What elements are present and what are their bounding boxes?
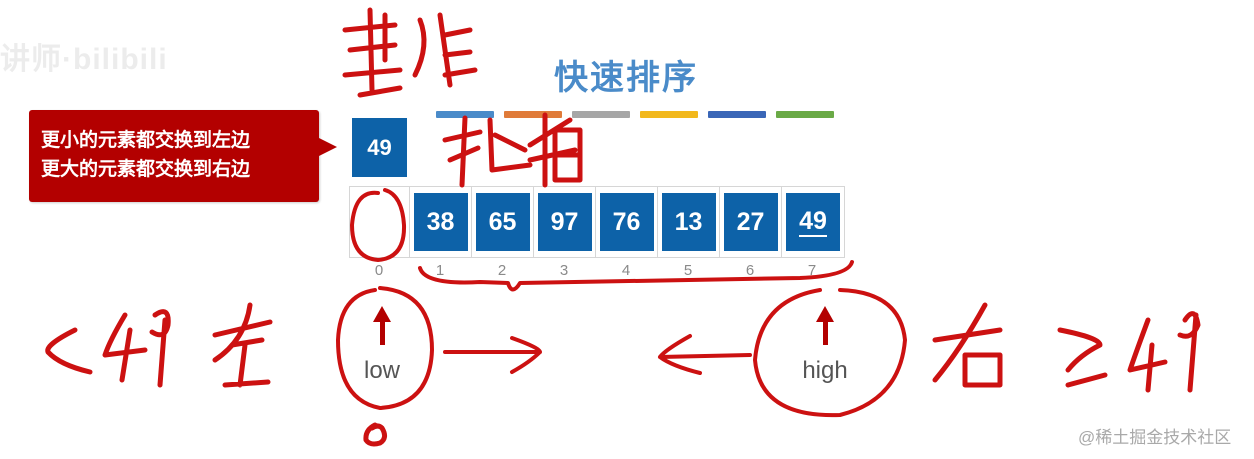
array-cell-empty bbox=[350, 187, 410, 257]
array: 38 65 97 76 13 27 49 bbox=[349, 186, 845, 258]
up-arrow-icon bbox=[816, 306, 834, 322]
color-bar bbox=[436, 111, 494, 118]
array-value: 38 bbox=[413, 193, 468, 251]
color-bars bbox=[436, 111, 834, 118]
array-value: 65 bbox=[475, 193, 530, 251]
array-cell: 49 bbox=[782, 187, 844, 257]
arrow-right-annotation bbox=[443, 336, 542, 374]
array-value: 27 bbox=[723, 193, 778, 251]
brace-annotation bbox=[418, 260, 854, 292]
callout-box: 更小的元素都交换到左边 更大的元素都交换到右边 bbox=[29, 110, 319, 202]
up-arrow-icon bbox=[373, 306, 391, 322]
array-indices: 0 1 2 3 4 5 6 7 bbox=[349, 262, 843, 279]
color-bar bbox=[708, 111, 766, 118]
index-label: 1 bbox=[435, 262, 445, 279]
index-label: 4 bbox=[621, 262, 631, 279]
color-bar bbox=[776, 111, 834, 118]
array-cell: 38 bbox=[410, 187, 472, 257]
array-value: 97 bbox=[537, 193, 592, 251]
handwriting-right-greater-equal-49 bbox=[932, 302, 1201, 393]
arrow-shaft bbox=[822, 322, 828, 345]
array-value: 76 bbox=[599, 193, 654, 251]
color-bar bbox=[572, 111, 630, 118]
callout-line-1: 更小的元素都交换到左边 bbox=[41, 129, 251, 151]
array-cell: 27 bbox=[720, 187, 782, 257]
arrow-shaft bbox=[379, 322, 385, 345]
index-label: 2 bbox=[497, 262, 507, 279]
color-bar bbox=[504, 111, 562, 118]
callout-line-2: 更大的元素都交换到右边 bbox=[41, 158, 251, 180]
index-label: 7 bbox=[807, 262, 817, 279]
high-label: high bbox=[802, 357, 848, 384]
arrow-left-annotation bbox=[658, 334, 752, 375]
array-cell: 13 bbox=[658, 187, 720, 257]
handwriting-less-than-49-left bbox=[45, 302, 273, 388]
circle-high bbox=[753, 288, 907, 418]
page-title: 快速排序 bbox=[554, 58, 698, 98]
handwriting-jizhun bbox=[342, 7, 478, 98]
watermark-top-left: 讲师·bilibili bbox=[0, 43, 168, 76]
watermark-bottom-right: @稀土掘金技术社区 bbox=[1078, 428, 1232, 447]
high-pointer: high bbox=[790, 306, 860, 385]
index-label: 0 bbox=[374, 262, 384, 279]
pivot-element: 49 bbox=[352, 118, 407, 177]
callout-pointer bbox=[319, 138, 337, 156]
array-cell: 65 bbox=[472, 187, 534, 257]
array-cell: 76 bbox=[596, 187, 658, 257]
handwriting-zero bbox=[363, 422, 388, 447]
array-cell: 97 bbox=[534, 187, 596, 257]
circle-low bbox=[336, 286, 434, 410]
index-label: 6 bbox=[745, 262, 755, 279]
low-label: low bbox=[363, 357, 400, 384]
low-pointer: low bbox=[352, 306, 412, 385]
circle-empty-cell bbox=[350, 188, 407, 262]
index-label: 5 bbox=[683, 262, 693, 279]
handwriting-shuzhou bbox=[442, 112, 583, 188]
array-value-underlined: 49 bbox=[786, 193, 840, 251]
array-value: 13 bbox=[661, 193, 716, 251]
color-bar bbox=[640, 111, 698, 118]
index-label: 3 bbox=[559, 262, 569, 279]
